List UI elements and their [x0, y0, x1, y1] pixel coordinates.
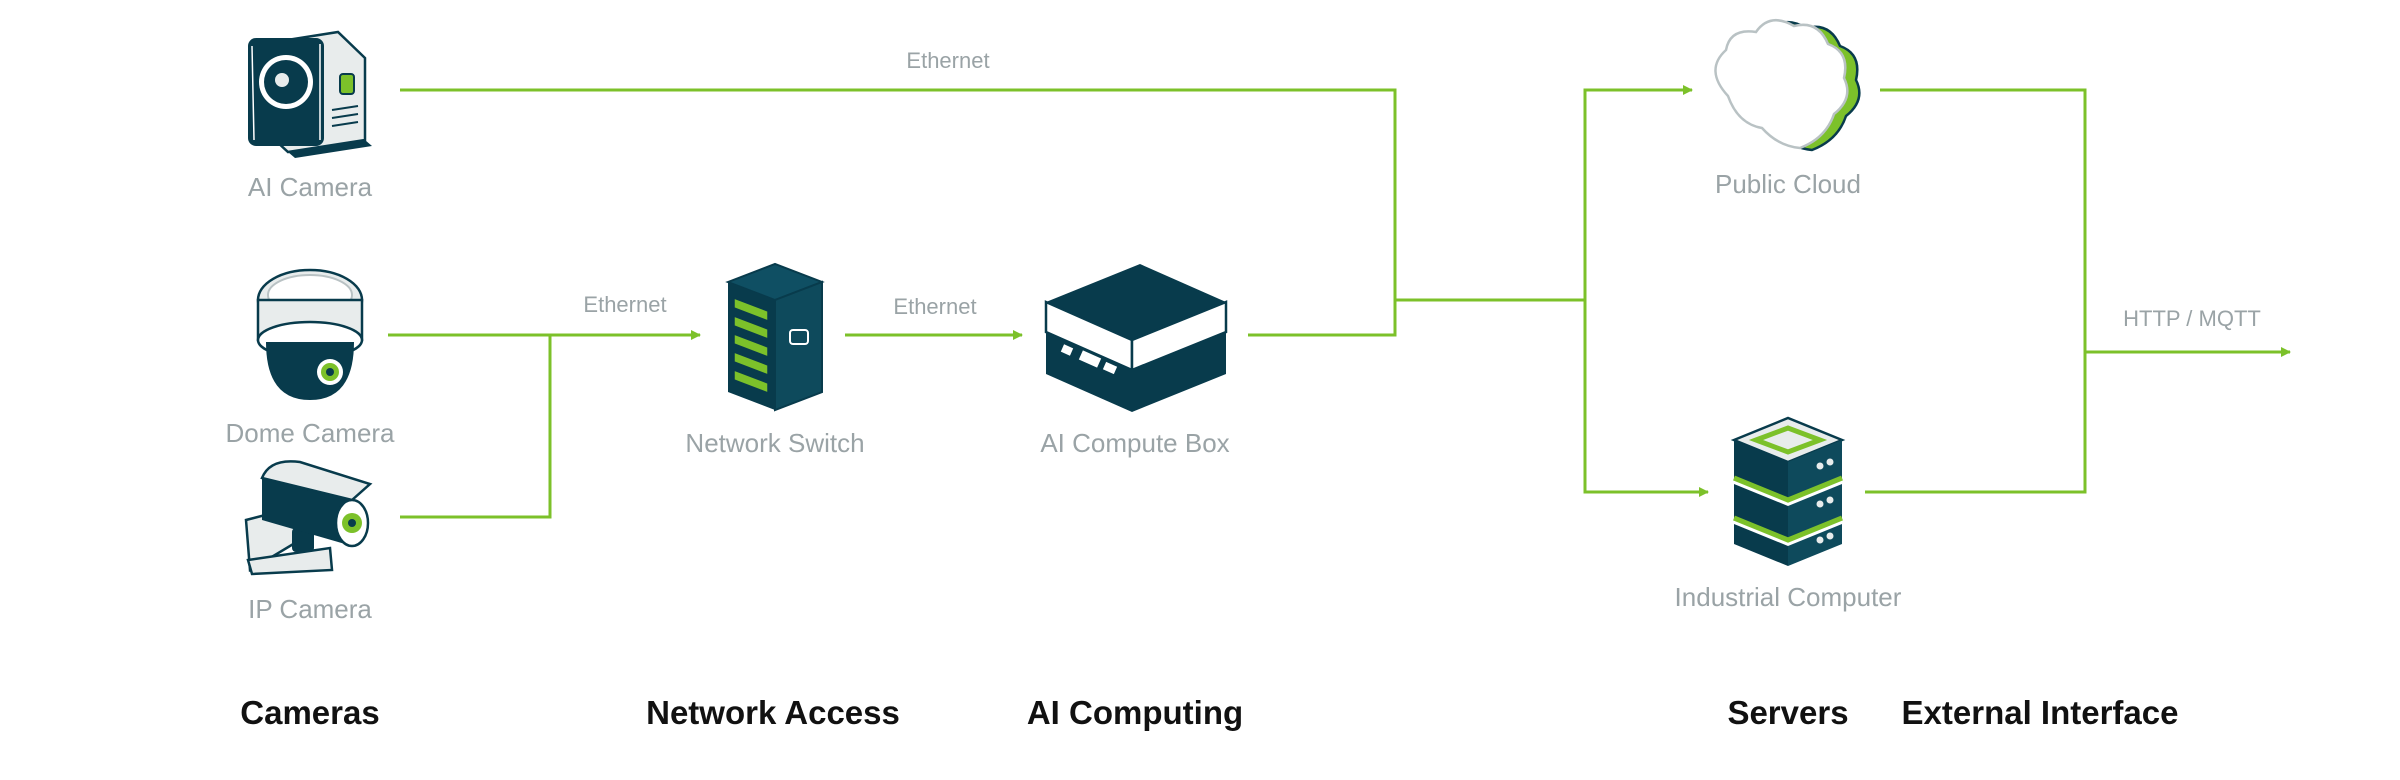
category-label-cameras: Cameras	[240, 694, 379, 731]
server-stack-icon	[1730, 416, 1846, 566]
ai-camera-icon	[248, 30, 372, 158]
node-label-ip-camera: IP Camera	[248, 594, 372, 624]
edge-label-external-output: HTTP / MQTT	[2123, 306, 2261, 331]
wire-ai-camera	[400, 88, 1397, 300]
node-label-network-switch: Network Switch	[685, 428, 864, 458]
wire-to-industrial	[1583, 300, 1709, 497]
compute-box-icon	[1044, 264, 1228, 412]
category-label-external-interface: External Interface	[1902, 694, 2179, 731]
edge-label-cameras-to-switch: Ethernet	[583, 292, 666, 317]
wire-box-to-merge	[1248, 300, 1397, 337]
edge-label-switch-to-box: Ethernet	[893, 294, 976, 319]
wire-industrial-out	[1865, 352, 2087, 494]
edge-label-ai-camera: Ethernet	[906, 48, 989, 73]
category-label-ai-computing: AI Computing	[1027, 694, 1243, 731]
network-switch-icon	[725, 262, 825, 412]
node-label-ai-compute-box: AI Compute Box	[1040, 428, 1229, 458]
dome-camera-icon	[256, 268, 364, 400]
node-label-dome-camera: Dome Camera	[225, 418, 395, 448]
wire-ip-camera	[400, 335, 552, 519]
wire-to-cloud	[1583, 85, 1693, 300]
ip-camera-icon	[244, 460, 373, 576]
node-label-public-cloud: Public Cloud	[1715, 169, 1861, 199]
category-label-servers: Servers	[1727, 694, 1848, 731]
connections	[388, 85, 2291, 519]
cloud-icon	[1714, 19, 1861, 152]
wire-cloud-out	[1880, 88, 2087, 352]
node-label-industrial-computer: Industrial Computer	[1675, 582, 1902, 612]
node-label-ai-camera: AI Camera	[248, 172, 373, 202]
category-label-network-access: Network Access	[646, 694, 900, 731]
